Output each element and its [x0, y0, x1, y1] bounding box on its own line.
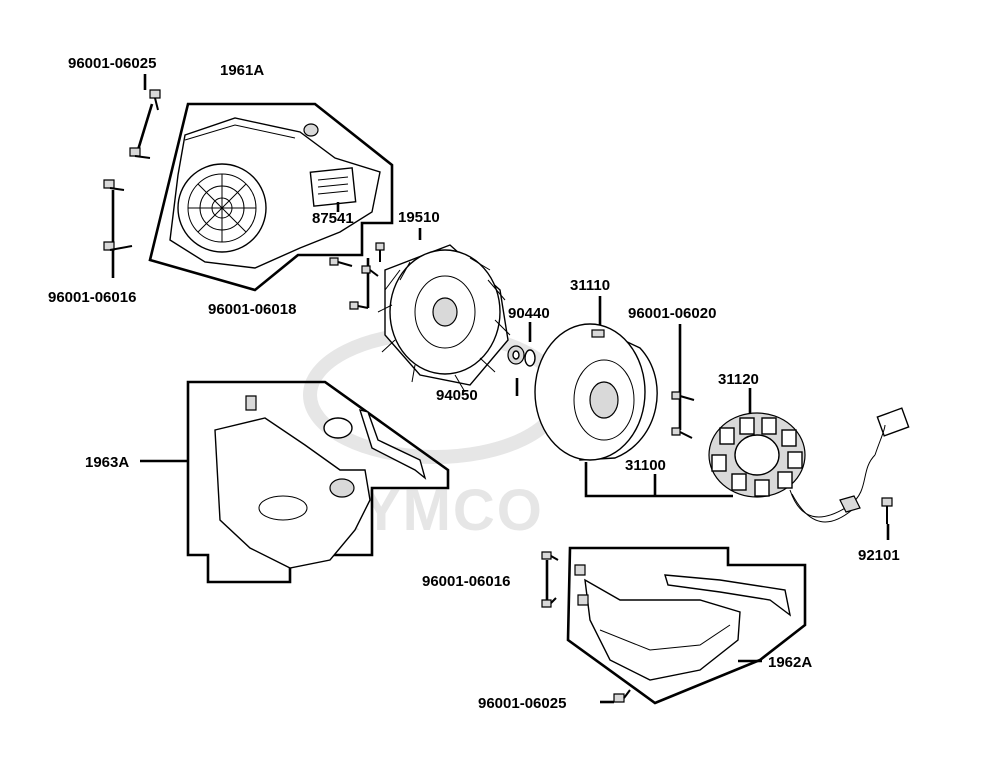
label-31120: 31120	[718, 371, 759, 388]
part-labels: 96001-06025 1961A 87541 96001-06016 1951…	[48, 55, 900, 712]
flywheel-31110	[534, 296, 658, 461]
label-1963A: 1963A	[85, 454, 129, 471]
label-1962A: 1962A	[768, 654, 812, 671]
label-96001-06020: 96001-06020	[628, 305, 716, 322]
lower-cover-1962A	[566, 546, 807, 705]
label-96001-06016-left: 96001-06016	[48, 289, 136, 306]
label-31110: 31110	[570, 277, 610, 294]
label-92101: 92101	[858, 547, 900, 564]
label-19510: 19510	[398, 209, 440, 226]
bolts-96001-06020	[671, 324, 695, 439]
label-96001-06025-top: 96001-06025	[68, 55, 156, 72]
label-31100: 31100	[625, 457, 666, 474]
label-96001-06025-bottom: 96001-06025	[478, 695, 566, 712]
shroud-1963A	[140, 380, 450, 584]
clip-92101	[881, 497, 893, 540]
label-90440: 90440	[508, 305, 550, 322]
fan-cover-1961A	[148, 102, 394, 292]
washer-90440-nut-94050	[507, 322, 536, 396]
leader-31100	[584, 462, 733, 498]
bolts-96001-06025-top	[129, 74, 161, 159]
bolt-96001-06025-bottom	[600, 689, 631, 704]
label-1961A: 1961A	[220, 62, 264, 79]
label-87541: 87541	[312, 210, 354, 227]
label-94050: 94050	[436, 387, 478, 404]
bolts-96001-06016-bottom	[541, 551, 559, 608]
bolts-96001-06016-left	[103, 179, 133, 278]
bolts-96001-06018	[329, 242, 385, 310]
label-96001-06016-bottom: 96001-06016	[422, 573, 510, 590]
label-96001-06018: 96001-06018	[208, 301, 296, 318]
cooling-fan-19510	[377, 228, 511, 393]
stator-31120	[708, 388, 910, 523]
